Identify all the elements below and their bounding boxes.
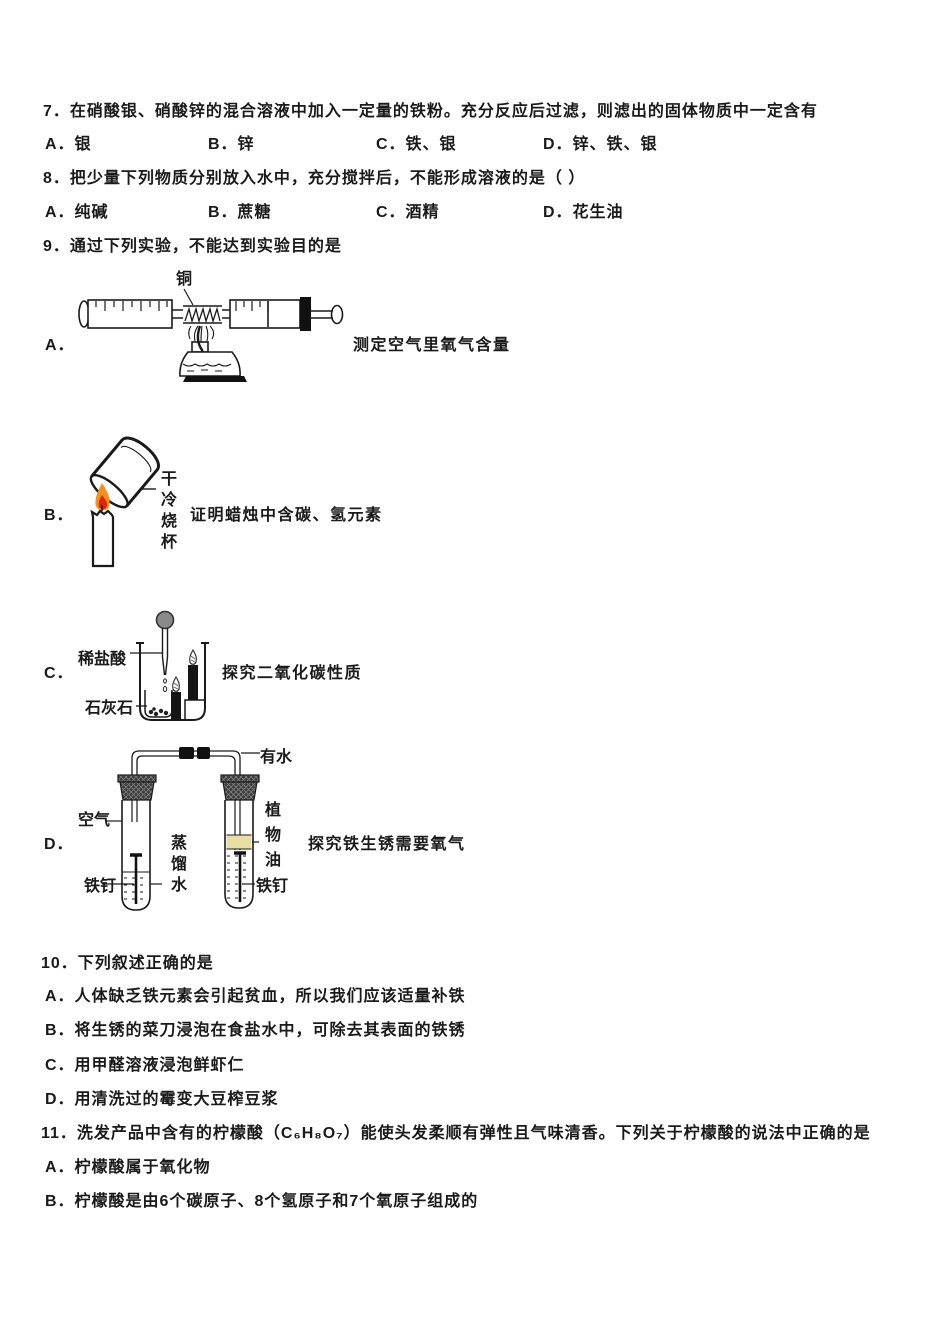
q9-stem: 9．通过下列实验，不能达到实验目的是 [43,238,342,255]
q10-option-a: A．人体缺乏铁元素会引起贫血，所以我们应该适量补铁 [45,988,466,1005]
q7-option-a: A．银 [45,136,92,153]
dilute-acid-label: 稀盐酸 [78,651,127,668]
iron-nail-right-label: 铁钉 [256,878,289,895]
distilled-water-label: 蒸馏水 [168,834,185,897]
q9-exp-b-caption: 证明蜡烛中含碳、氢元素 [190,507,383,524]
oxygen-measure-apparatus-diagram [78,288,344,382]
q11-option-b: B．柠檬酸是由6个碳原子、8个氢原子和7个氧原子组成的 [45,1193,479,1210]
oil-layer [226,835,252,849]
candle-short [171,675,181,720]
q8-option-d: D．花生油 [543,204,624,221]
q8-option-a: A．纯碱 [45,204,109,221]
candle-beaker-diagram [89,436,160,568]
q10-stem: 10．下列叙述正确的是 [41,955,214,972]
q10-option-c: C．用甲醛溶液浸泡鲜虾仁 [45,1057,245,1074]
dry-beaker-label: 干冷烧杯 [158,470,175,554]
q7-options: A．银 B．锌 C．铁、银 D．锌、铁、银 [0,135,950,155]
rubber-stopper [220,774,260,783]
q8-stem: 8．把少量下列物质分别放入水中，充分搅拌后，不能形成溶液的是（ ） [43,170,586,187]
tube-clamp [197,747,210,759]
q7-option-c: C．铁、银 [376,136,457,153]
q9-exp-d-label: D． [44,836,74,853]
iron-nail-left-label: 铁钉 [84,878,117,895]
q7-option-d: D．锌、铁、银 [543,136,658,153]
q9-exp-a-label: A． [45,337,75,354]
alcohol-lamp [179,325,247,382]
q9-exp-c-label: C． [44,665,74,682]
q9-exp-b-label: B． [44,507,74,524]
syringe-right [222,297,344,331]
candle-tall [184,648,205,720]
candle-flame [95,483,110,511]
has-water-label: 有水 [260,749,293,766]
rubber-stopper [119,781,155,801]
q7-option-b: B．锌 [208,136,255,153]
q10-option-d: D．用清洗过的霉变大豆榨豆浆 [45,1091,279,1108]
q7-stem: 7．在硝酸银、硝酸锌的混合溶液中加入一定量的铁粉。充分反应后过滤，则滤出的固体物… [43,103,818,120]
syringe-left [78,299,183,329]
q11-stem: 11．洗发产品中含有的柠檬酸（C₆H₈O₇）能使头发柔顺有弹性且气味清香。下列关… [41,1125,871,1142]
test-tube-right [220,774,260,909]
candle [90,505,115,568]
dropper [155,610,175,692]
q11-option-a: A．柠檬酸属于氧化物 [45,1159,211,1176]
co2-property-diagram [130,610,209,721]
q10-option-b: B．将生锈的菜刀浸泡在食盐水中，可除去其表面的铁锈 [45,1022,466,1039]
q9-exp-c-caption: 探究二氧化碳性质 [222,665,363,682]
air-label: 空气 [78,812,111,829]
rubber-stopper [222,781,258,801]
q8-options: A．纯碱 B．蔗糖 C．酒精 D．花生油 [0,203,950,223]
q8-option-c: C．酒精 [376,204,440,221]
limestone-label: 石灰石 [85,700,134,717]
vegetable-oil-label: 植物油 [262,801,279,876]
q9-exp-d-caption: 探究铁生锈需要氧气 [308,836,466,853]
rubber-stopper [117,774,157,783]
iron-rust-diagram [102,747,260,911]
limestone-cup [144,690,173,718]
q9-exp-a-caption: 测定空气里氧气含量 [353,337,511,354]
connecting-tube [131,747,260,778]
tube-clamp [179,747,194,759]
test-tube-left [117,774,157,911]
q8-option-b: B．蔗糖 [208,204,272,221]
copper-label: 铜 [176,271,193,288]
copper-coil-tube [183,288,222,324]
